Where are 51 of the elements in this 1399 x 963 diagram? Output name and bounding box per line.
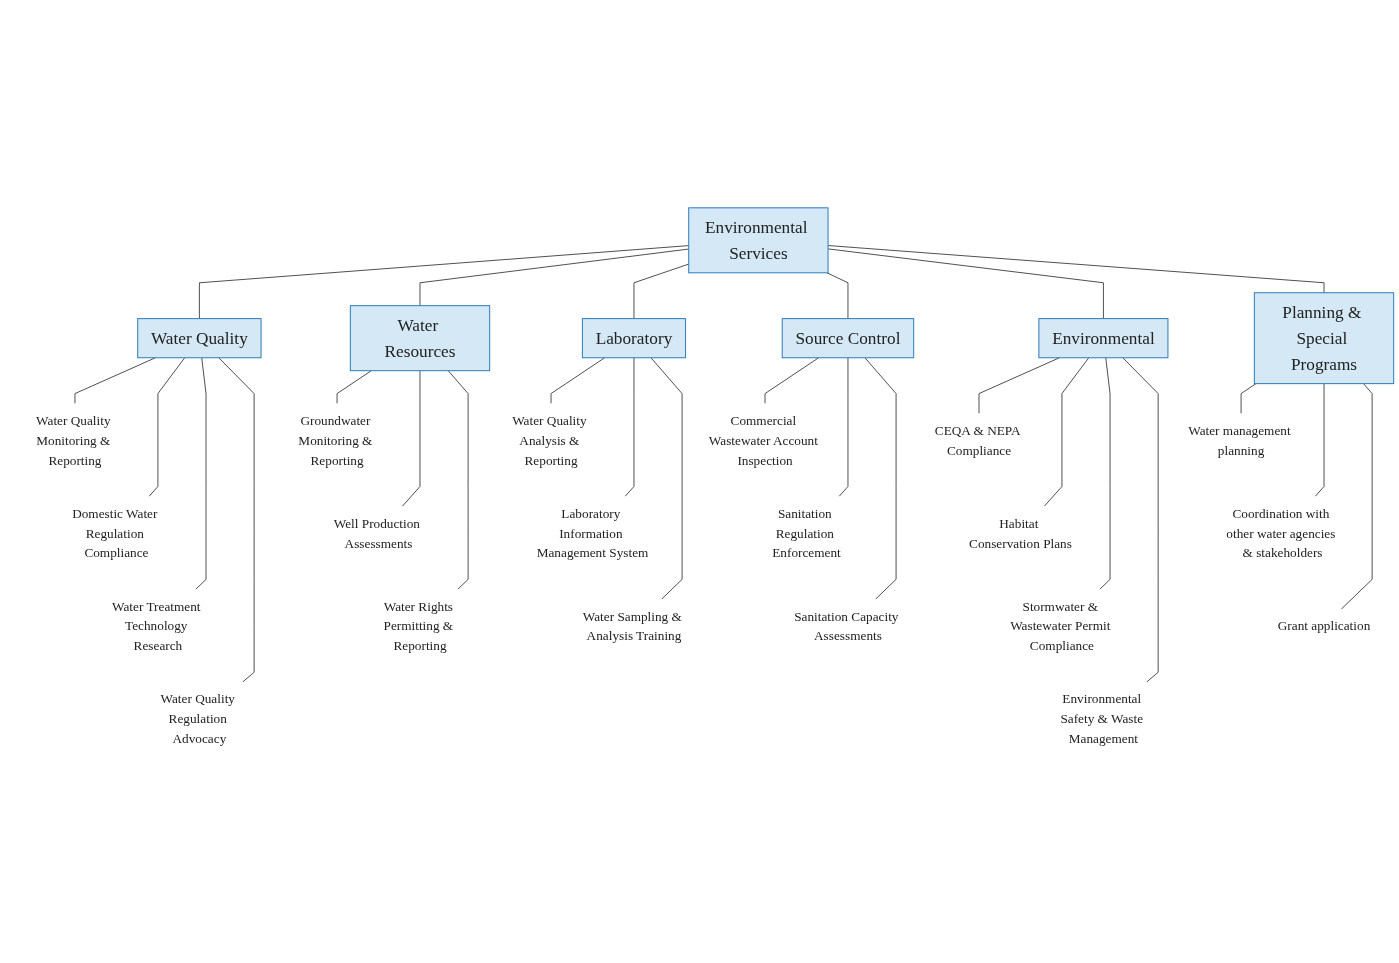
node-text: CEQA & NEPA Compliance	[934, 422, 1020, 458]
node-text: Sanitation Capacity Assessments	[794, 608, 899, 644]
node-box: Laboratory	[581, 318, 687, 359]
connector	[827, 248, 1104, 320]
node-text: Environmental Safety & Waste Management	[1060, 691, 1144, 746]
connector	[550, 357, 606, 404]
node-box: Planning & Special Programs	[1253, 292, 1395, 385]
connector	[74, 357, 156, 404]
connector	[218, 357, 255, 683]
connector	[447, 370, 469, 590]
node-box: Source Control	[781, 318, 915, 359]
node-box: Water Resources	[349, 305, 491, 372]
connector	[148, 357, 186, 497]
node-text: Water Rights Permitting & Reporting	[383, 598, 454, 654]
node-text: Water Quality Monitoring & Reporting	[36, 412, 111, 468]
node-text: Groundwater Monitoring & Reporting	[298, 412, 373, 468]
connector	[624, 357, 635, 497]
connector	[1043, 357, 1090, 507]
connector	[1240, 383, 1257, 414]
connector	[1099, 357, 1111, 590]
connector	[1340, 383, 1373, 610]
node-box: Water Quality	[137, 318, 262, 359]
node-text: Water Quality Analysis & Reporting	[512, 412, 587, 468]
connector	[419, 248, 690, 307]
node-text: Commercial Wastewater Account Inspection	[708, 412, 818, 468]
node-text: Water management planning	[1188, 422, 1291, 458]
node-text: Sanitation Regulation Enforcement	[772, 505, 841, 561]
connector	[401, 370, 421, 507]
node-box: Environmental Services	[688, 207, 829, 274]
node-text: Water Sampling & Analysis Training	[582, 608, 682, 644]
node-text: Habitat Conservation Plans	[969, 515, 1072, 551]
connector	[764, 357, 820, 404]
node-text: Coordination with other water agencies & stakeholders	[1226, 505, 1336, 561]
connector	[1314, 383, 1325, 497]
node-text: Grant application	[1277, 618, 1371, 634]
connector	[864, 357, 897, 600]
connector	[195, 357, 207, 590]
connector	[336, 370, 372, 404]
node-text: Well Production Assessments	[333, 515, 421, 551]
connector	[650, 357, 683, 600]
connector	[827, 245, 1325, 294]
node-text: Laboratory Information Management System	[536, 505, 649, 561]
node-text: Water Quality Regulation Advocacy	[160, 691, 235, 746]
connector	[1122, 357, 1159, 683]
node-text: Water Treatment Technology Research	[112, 598, 201, 654]
node-text: Stormwater & Wastewater Permit Compliance	[1010, 598, 1111, 654]
node-text: Domestic Water Regulation Compliance	[72, 505, 158, 561]
connector	[838, 357, 849, 497]
connector	[198, 245, 690, 320]
node-box: Environmental	[1038, 318, 1169, 359]
connector	[978, 357, 1060, 414]
